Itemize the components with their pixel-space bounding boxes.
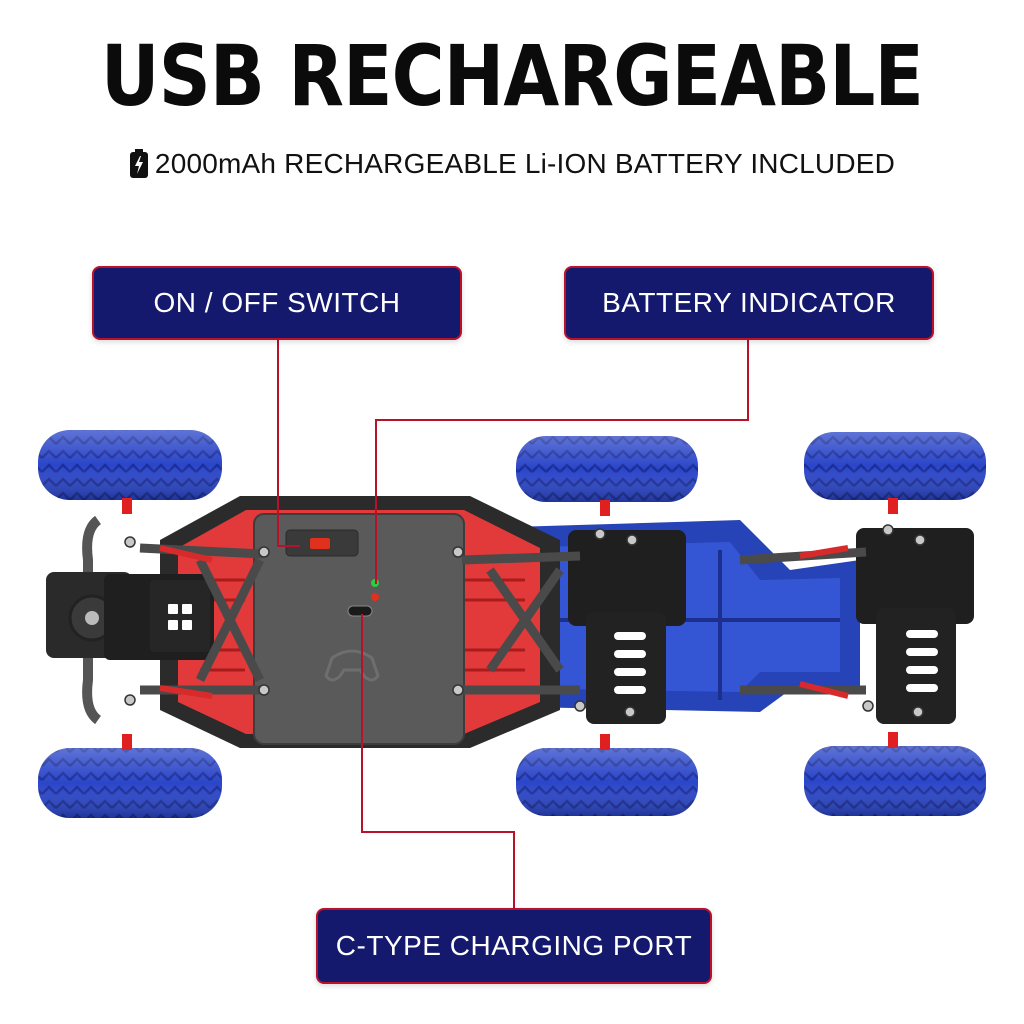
callout-label: C-TYPE CHARGING PORT — [335, 930, 693, 961]
leader-line-switch — [277, 336, 300, 547]
callout-label: BATTERY INDICATOR — [602, 287, 896, 318]
battery-cover — [253, 513, 465, 745]
page-title: USB RECHARGEABLE — [100, 27, 924, 125]
callout-battery-indicator: BATTERY INDICATOR — [564, 266, 934, 340]
leader-line-battery — [375, 336, 749, 584]
tire-mid-left — [516, 436, 698, 502]
callout-on-off-switch: ON / OFF SWITCH — [92, 266, 462, 340]
tire-rear-right — [804, 746, 986, 816]
mid-gearbox — [461, 530, 686, 724]
tire-rear-left — [804, 432, 986, 500]
tire-front-right — [38, 748, 222, 818]
tire-mid-right — [516, 748, 698, 816]
subtitle: 2000mAh RECHARGEABLE Li-ION BATTERY INCL… — [0, 148, 1024, 180]
front-steering-assembly — [46, 515, 265, 725]
battery-charging-icon — [129, 149, 149, 179]
callout-label: ON / OFF SWITCH — [153, 287, 401, 318]
leader-lines — [277, 336, 749, 908]
callout-charging-port: C-TYPE CHARGING PORT — [316, 908, 712, 984]
subtitle-text: 2000mAh RECHARGEABLE Li-ION BATTERY INCL… — [154, 148, 896, 179]
leader-line-port — [361, 614, 515, 908]
tire-front-left — [38, 430, 222, 500]
rear-gearbox — [739, 528, 974, 724]
